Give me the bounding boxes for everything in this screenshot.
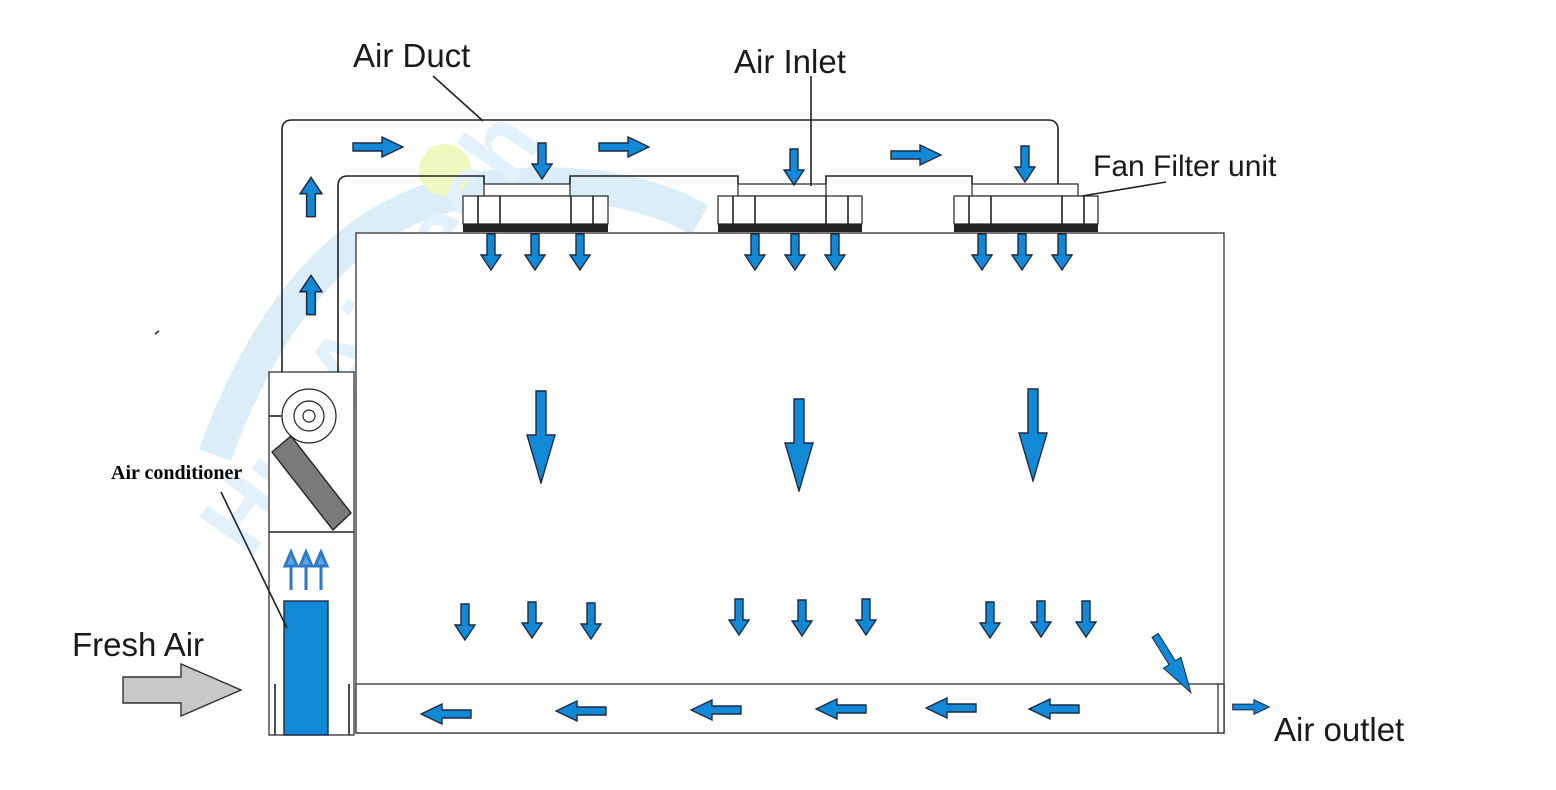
- air-conditioner-label: Air conditioner: [111, 462, 242, 484]
- return-air-plenum: [355, 683, 1225, 734]
- air-outlet-label: Air outlet: [1274, 711, 1404, 748]
- fan-icon: [269, 388, 337, 444]
- air-conditioner-unit: [268, 371, 355, 736]
- fan-filter-unit: [717, 183, 863, 232]
- airflow-arrow-icon: [783, 148, 805, 186]
- fresh-air-label: Fresh Air: [72, 626, 204, 663]
- airflow-arrow-icon: [598, 136, 650, 158]
- airflow-arrow-icon: [299, 176, 323, 218]
- cooling-coil-icon: [271, 434, 352, 532]
- air-filter-block: [283, 600, 329, 736]
- air-duct: [281, 119, 1059, 372]
- airflow-arrow-icon: [1232, 699, 1270, 715]
- airflow-arrow-icon: [352, 136, 404, 158]
- airflow-arrow-icon: [1014, 145, 1036, 183]
- air-duct-label: Air Duct: [353, 37, 470, 74]
- clean-room: [355, 232, 1225, 734]
- air-inlet-label: Air Inlet: [734, 43, 846, 80]
- airflow-arrow-icon: [890, 144, 942, 166]
- fan-filter-unit: [462, 183, 609, 232]
- upflow-arrows-icon: [282, 548, 330, 590]
- leader-lines: [154, 75, 1167, 629]
- fan-filter-unit: [953, 183, 1099, 232]
- fan-filter-unit-label: Fan Filter unit: [1093, 150, 1277, 183]
- fresh-air-arrow-icon: [122, 662, 243, 718]
